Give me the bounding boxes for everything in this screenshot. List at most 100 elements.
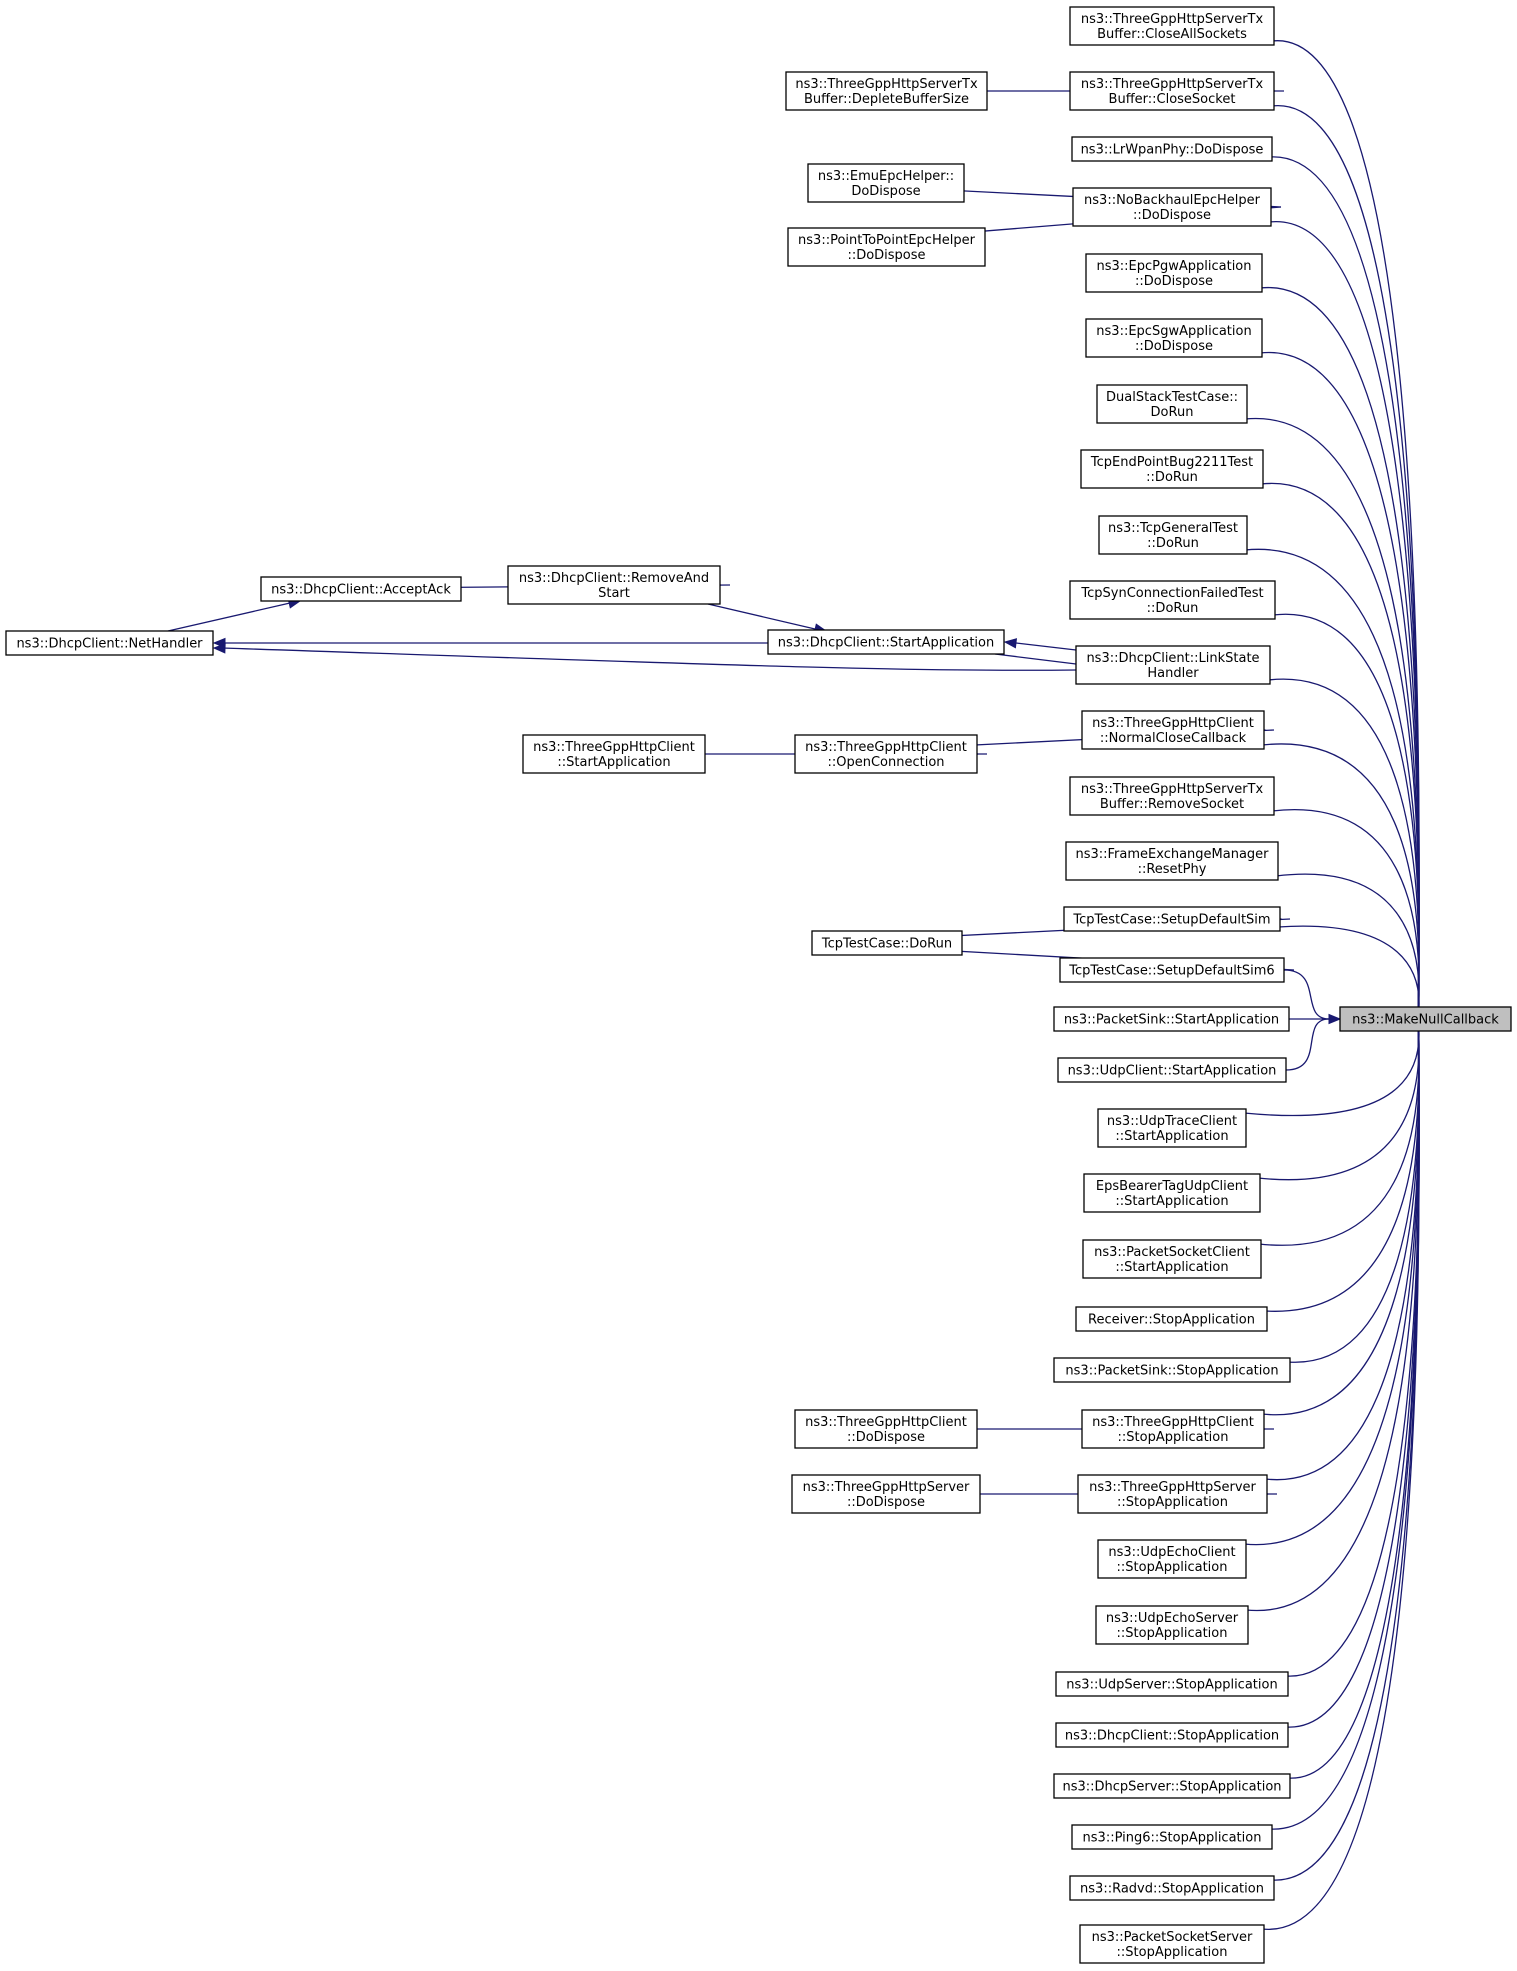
node-p2pepc-dodispose[interactable]: ns3::PointToPointEpcHelper::DoDispose	[787, 227, 986, 267]
node-label: ns3::UdpTraceClient	[1107, 1114, 1237, 1129]
node-packetsocketserver-stop[interactable]: ns3::PacketSocketServer::StopApplication	[1079, 1924, 1265, 1964]
edge-setupdefaultsim6-to-target	[1283, 969, 1330, 1020]
node-udpclient-start[interactable]: ns3::UdpClient::StartApplication	[1057, 1057, 1287, 1083]
node-label: ns3::ThreeGppHttpClient	[805, 740, 967, 755]
nodes-layer: ns3::MakeNullCallbackns3::ThreeGppHttpSe…	[5, 6, 1512, 1964]
node-label: ns3::LrWpanPhy::DoDispose	[1081, 143, 1264, 158]
node-http-client-start[interactable]: ns3::ThreeGppHttpClient::StartApplicatio…	[522, 734, 706, 774]
node-udpserver-stop[interactable]: ns3::UdpServer::StopApplication	[1055, 1671, 1289, 1697]
node-udpechoclient-stop[interactable]: ns3::UdpEchoClient::StopApplication	[1097, 1539, 1247, 1579]
edge-http_server_stop-to-target	[1264, 1018, 1420, 1481]
node-label: ns3::FrameExchangeManager	[1075, 847, 1269, 862]
node-ping6-stop[interactable]: ns3::Ping6::StopApplication	[1071, 1824, 1273, 1850]
node-epcsgw-dodispose[interactable]: ns3::EpcSgwApplication::DoDispose	[1085, 318, 1263, 358]
node-packetsink-stop[interactable]: ns3::PacketSink::StopApplication	[1053, 1357, 1291, 1383]
edge-nethandler-to-acceptack	[167, 602, 291, 632]
node-label: ::DoDispose	[847, 248, 925, 263]
edge-linkstate-to-startapplication	[1015, 642, 1077, 651]
node-http-client-dodispose[interactable]: ns3::ThreeGppHttpClient::DoDispose	[794, 1409, 978, 1449]
node-box	[1075, 1306, 1268, 1332]
node-box	[787, 227, 986, 267]
node-dualstack-dorun[interactable]: DualStackTestCase::DoRun	[1096, 384, 1248, 424]
node-setupdefaultsim[interactable]: TcpTestCase::SetupDefaultSim	[1063, 906, 1281, 932]
node-label: ns3::DhcpClient::RemoveAnd	[519, 571, 709, 586]
node-tcptestcase-dorun[interactable]: TcpTestCase::DoRun	[811, 930, 963, 956]
node-box	[1071, 1824, 1273, 1850]
node-box	[807, 163, 965, 203]
node-box	[1081, 1409, 1265, 1449]
node-box	[1077, 1474, 1268, 1514]
node-close-socket[interactable]: ns3::ThreeGppHttpServerTxBuffer::CloseSo…	[1069, 71, 1275, 111]
node-emuepc-dodispose[interactable]: ns3::EmuEpcHelper::DoDispose	[807, 163, 965, 203]
node-tcpendpoint-dorun[interactable]: TcpEndPointBug2211Test::DoRun	[1080, 449, 1264, 489]
edge-epsbearer_start-to-target	[1257, 1018, 1420, 1181]
node-label: ns3::DhcpServer::StopApplication	[1062, 1780, 1281, 1795]
node-label: Receiver::StopApplication	[1088, 1313, 1255, 1328]
node-udpechoserver-stop[interactable]: ns3::UdpEchoServer::StopApplication	[1095, 1605, 1249, 1645]
node-label: ns3::DhcpClient::NetHandler	[16, 637, 203, 652]
node-label: ns3::EpcSgwApplication	[1096, 324, 1251, 339]
node-http-server-dodispose[interactable]: ns3::ThreeGppHttpServer::DoDispose	[791, 1474, 981, 1514]
edge-packetsocketserver_stop-to-target	[1261, 1018, 1420, 1930]
node-removesocket[interactable]: ns3::ThreeGppHttpServerTxBuffer::RemoveS…	[1069, 776, 1275, 816]
edge-packetsink_stop-to-target	[1287, 1018, 1420, 1363]
node-epcpgw-dodispose[interactable]: ns3::EpcPgwApplication::DoDispose	[1085, 253, 1263, 293]
node-box	[794, 734, 978, 774]
node-box	[791, 1474, 981, 1514]
node-label: ::DoDispose	[1135, 274, 1213, 289]
node-box	[1098, 515, 1248, 555]
node-label: ns3::EpcPgwApplication	[1096, 259, 1251, 274]
node-epsbearer-start[interactable]: EpsBearerTagUdpClient::StartApplication	[1083, 1173, 1261, 1213]
node-box	[522, 734, 706, 774]
edge-radvd_stop-to-target	[1271, 1018, 1420, 1881]
node-label: ns3::PacketSink::StopApplication	[1065, 1364, 1278, 1379]
edge-udpechoclient_stop-to-target	[1243, 1018, 1420, 1546]
node-label: DualStackTestCase::	[1106, 390, 1238, 405]
node-label: ns3::ThreeGppHttpServerTx	[1081, 12, 1264, 27]
node-label: ::DoDispose	[847, 1495, 925, 1510]
node-receiver-stop[interactable]: Receiver::StopApplication	[1075, 1306, 1268, 1332]
node-nobackhaul-dodispose[interactable]: ns3::NoBackhaulEpcHelper::DoDispose	[1072, 187, 1272, 227]
node-label: ::ResetPhy	[1138, 862, 1207, 877]
node-dhcpserver-stop[interactable]: ns3::DhcpServer::StopApplication	[1053, 1773, 1291, 1799]
node-box	[1069, 580, 1276, 620]
node-http-server-stop[interactable]: ns3::ThreeGppHttpServer::StopApplication	[1077, 1474, 1268, 1514]
node-fem-resetphy[interactable]: ns3::FrameExchangeManager::ResetPhy	[1065, 841, 1279, 881]
node-box	[260, 576, 462, 602]
node-http-client-openconn[interactable]: ns3::ThreeGppHttpClient::OpenConnection	[794, 734, 978, 774]
node-lrwpan-dodispose[interactable]: ns3::LrWpanPhy::DoDispose	[1071, 136, 1273, 162]
node-packetsocketclient-start[interactable]: ns3::PacketSocketClient::StartApplicatio…	[1082, 1239, 1262, 1279]
node-dhcp-acceptack[interactable]: ns3::DhcpClient::AcceptAck	[260, 576, 462, 602]
edge-close_socket-to-target	[1271, 105, 1420, 1020]
node-label: TcpTestCase::SetupDefaultSim6	[1068, 964, 1274, 979]
node-box	[1071, 136, 1273, 162]
node-label: TcpSynConnectionFailedTest	[1080, 586, 1263, 601]
node-dhcp-startapplication[interactable]: ns3::DhcpClient::StartApplication	[767, 629, 1005, 655]
edge-lrwpan_dodispose-to-target	[1269, 156, 1420, 1020]
node-label: ::DoRun	[1147, 536, 1199, 551]
node-label: Buffer::CloseAllSockets	[1097, 27, 1247, 42]
node-box	[1079, 1924, 1265, 1964]
node-radvd-stop[interactable]: ns3::Radvd::StopApplication	[1069, 1875, 1275, 1901]
node-label: ns3::UdpEchoServer	[1106, 1611, 1239, 1626]
node-udptraceclient-start[interactable]: ns3::UdpTraceClient::StartApplication	[1097, 1108, 1247, 1148]
node-target[interactable]: ns3::MakeNullCallback	[1339, 1006, 1512, 1032]
node-tcpgeneral-dorun[interactable]: ns3::TcpGeneralTest::DoRun	[1098, 515, 1248, 555]
node-http-client-stop[interactable]: ns3::ThreeGppHttpClient::StopApplication	[1081, 1409, 1265, 1449]
node-tcpsynfailed-dorun[interactable]: TcpSynConnectionFailedTest::DoRun	[1069, 580, 1276, 620]
node-setupdefaultsim6[interactable]: TcpTestCase::SetupDefaultSim6	[1059, 957, 1285, 983]
node-deplete-buffer-size[interactable]: ns3::ThreeGppHttpServerTxBuffer::Deplete…	[785, 71, 988, 111]
node-box	[1059, 957, 1285, 983]
node-label: ns3::PacketSocketServer	[1092, 1930, 1253, 1945]
node-http-client-normalclose[interactable]: ns3::ThreeGppHttpClient::NormalCloseCall…	[1081, 710, 1265, 750]
edge-http_client_normalclose-to-target	[1261, 743, 1420, 1020]
node-dhcp-nethandler[interactable]: ns3::DhcpClient::NetHandler	[5, 630, 214, 656]
node-box	[1065, 841, 1279, 881]
edge-removeandstart-to-startapplication	[707, 603, 816, 630]
node-label: ns3::PointToPointEpcHelper	[798, 233, 976, 248]
node-packetsink-start[interactable]: ns3::PacketSink::StartApplication	[1053, 1006, 1290, 1032]
node-close-all-sockets[interactable]: ns3::ThreeGppHttpServerTxBuffer::CloseAl…	[1069, 6, 1275, 46]
node-dhcpclient-stop[interactable]: ns3::DhcpClient::StopApplication	[1055, 1722, 1289, 1748]
